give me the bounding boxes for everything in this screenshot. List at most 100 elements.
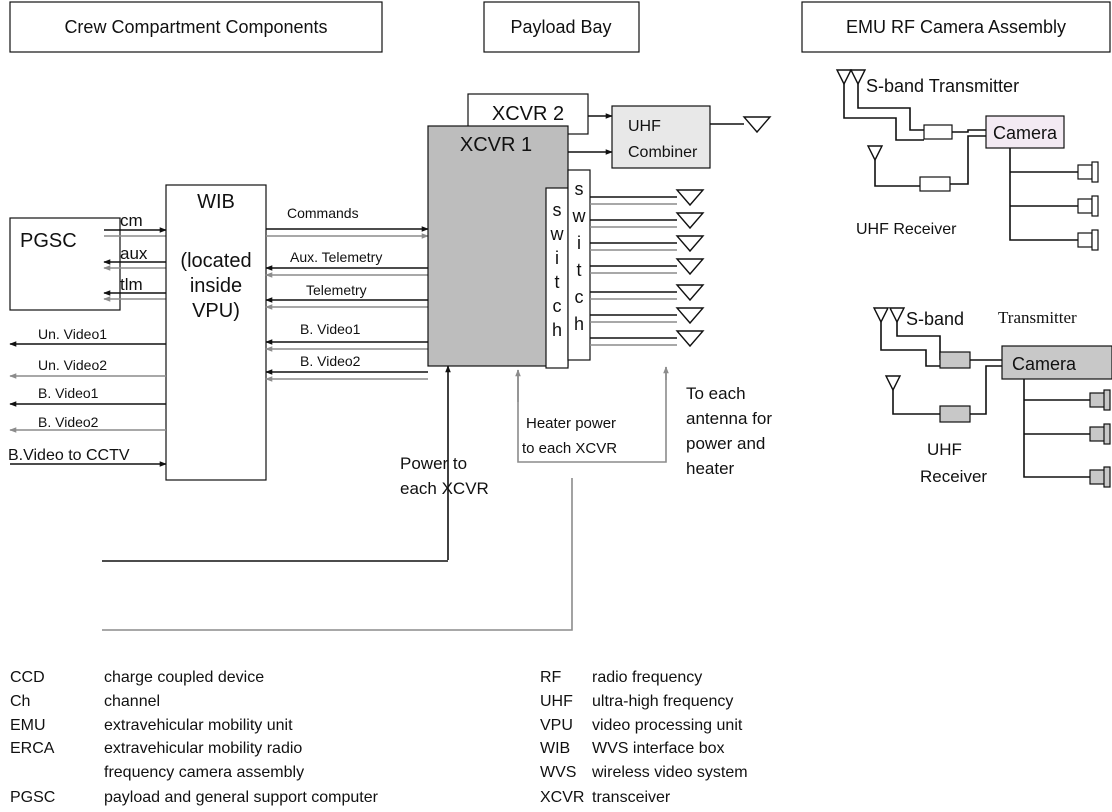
- legend-abbr: Ch: [10, 693, 30, 710]
- plug-icon: [1077, 232, 1093, 248]
- legend-abbr: WIB: [540, 740, 570, 757]
- erca2-transmitter-label-b: Transmitter: [998, 308, 1077, 327]
- antenna-icon: [872, 307, 890, 324]
- power-note-1: Power to: [400, 454, 467, 473]
- pgsc-box: PGSC: [9, 217, 121, 311]
- antenna-icon: [675, 258, 705, 276]
- legend-def: radio frequency: [592, 669, 702, 686]
- legend-def: channel: [104, 693, 160, 710]
- plug-icon: [1077, 164, 1093, 180]
- legend-def: frequency camera assembly: [104, 764, 304, 781]
- switch-letter-c: c: [553, 296, 562, 316]
- antenna-icon: [675, 235, 705, 253]
- switch2-letter-s: s: [575, 179, 584, 199]
- antenna-icon: [866, 145, 884, 162]
- wib-box: WIB (located inside VPU): [165, 184, 267, 481]
- plug-icon: [919, 176, 951, 192]
- antenna-icon: [675, 307, 705, 325]
- header-emu-rf-camera: EMU RF Camera Assembly: [801, 1, 1111, 53]
- switch-antenna-outputs: [590, 189, 705, 348]
- plug-icon: [1091, 229, 1099, 251]
- link-b-video1-label: B. Video1: [300, 321, 361, 337]
- power-lines: Power to each XCVR Heater power to each …: [102, 365, 772, 631]
- switch-letter-t: t: [554, 272, 559, 292]
- wib-xcvr-links: Commands Aux. Telemetry Telemetry B. Vid…: [265, 205, 429, 382]
- wib-sub-3: VPU): [192, 300, 240, 322]
- pgsc-label: PGSC: [20, 230, 77, 252]
- erca2-camera-label: Camera: [1012, 354, 1077, 374]
- legend-abbr: CCD: [10, 669, 45, 686]
- plug-icon: [939, 405, 971, 423]
- erca1-camera-label: Camera: [993, 123, 1058, 143]
- legend-def: wireless video system: [591, 764, 748, 781]
- power-note-2: each XCVR: [400, 479, 489, 498]
- erca2-transmitter-label-a: S-band: [906, 309, 964, 329]
- out-b-video1-label: B. Video1: [38, 385, 99, 401]
- legend-def: extravehicular mobility radio: [104, 740, 302, 757]
- erca2-receiver-label-1: UHF: [927, 440, 962, 459]
- out-b-video2-label: B. Video2: [38, 414, 99, 430]
- legend-abbr: UHF: [540, 693, 573, 710]
- plug-icon: [1103, 389, 1111, 411]
- uhf-combiner-box: UHF Combiner: [568, 105, 772, 169]
- legend-def: payload and general support computer: [104, 789, 379, 806]
- antenna-icon: [849, 69, 867, 86]
- erca-assembly-1: S-band Transmitter Camera UHF Receiver: [835, 69, 1099, 251]
- legend-abbr: EMU: [10, 717, 46, 734]
- antenna-note-3: power and: [686, 434, 765, 453]
- link-cm-label: cm: [120, 211, 143, 230]
- antenna-note-1: To each: [686, 384, 746, 403]
- antenna-icon: [675, 330, 705, 348]
- antenna-icon: [888, 307, 906, 324]
- switch2-letter-i: i: [577, 233, 581, 253]
- switch-block: s w i t c h s w i t c h: [545, 169, 591, 369]
- heater-note-1: Heater power: [526, 415, 616, 432]
- erca1-transmitter-label: S-band Transmitter: [866, 76, 1019, 96]
- link-commands-label: Commands: [287, 205, 359, 221]
- xcvr1-label: XCVR 1: [460, 134, 532, 156]
- legend-def: extravehicular mobility unit: [104, 717, 293, 734]
- legend-abbr: VPU: [540, 717, 573, 734]
- plug-icon: [1103, 466, 1111, 488]
- plug-icon: [1091, 161, 1099, 183]
- plug-icon: [1103, 423, 1111, 445]
- switch2-letter-c: c: [575, 287, 584, 307]
- wib-sub-1: (located: [180, 250, 251, 272]
- header-crew-label: Crew Compartment Components: [64, 17, 327, 37]
- antenna-icon: [742, 116, 772, 134]
- wib-video-outputs: Un. Video1 Un. Video2 B. Video1 B. Video…: [8, 326, 167, 467]
- heater-note-2: to each XCVR: [522, 440, 617, 457]
- legend-abbr: WVS: [540, 764, 576, 781]
- plug-icon: [1091, 195, 1099, 217]
- switch-letter-s: s: [553, 200, 562, 220]
- plug-icon: [923, 124, 953, 140]
- pgsc-wib-links: cm aux tlm: [103, 211, 167, 302]
- antenna-icon: [675, 189, 705, 207]
- header-payload-bay: Payload Bay: [483, 1, 640, 53]
- xcvr2-label: XCVR 2: [492, 103, 564, 125]
- legend-def: video processing unit: [592, 717, 743, 734]
- switch2-letter-h: h: [574, 314, 584, 334]
- header-payload-label: Payload Bay: [510, 17, 611, 37]
- legend-def: charge coupled device: [104, 669, 264, 686]
- out-un-video2-label: Un. Video2: [38, 357, 107, 373]
- cctv-input-label: B.Video to CCTV: [8, 447, 130, 464]
- combiner-label-1: UHF: [628, 118, 661, 135]
- link-tlm-label: tlm: [120, 275, 143, 294]
- combiner-label-2: Combiner: [628, 144, 698, 161]
- plug-icon: [939, 351, 971, 369]
- link-telemetry-label: Telemetry: [306, 282, 367, 298]
- plug-icon: [1077, 198, 1093, 214]
- antenna-icon: [675, 212, 705, 230]
- switch2-letter-w: w: [572, 206, 587, 226]
- legend-abbr: ERCA: [10, 740, 55, 757]
- erca1-receiver-label: UHF Receiver: [856, 221, 957, 238]
- header-emu-label: EMU RF Camera Assembly: [846, 17, 1066, 37]
- legend-def: WVS interface box: [592, 740, 725, 757]
- legend-abbr: XCVR: [540, 789, 584, 806]
- legend-abbr: RF: [540, 669, 562, 686]
- switch2-letter-t: t: [576, 260, 581, 280]
- switch-letter-i: i: [555, 248, 559, 268]
- header-crew-compartment: Crew Compartment Components: [9, 1, 383, 53]
